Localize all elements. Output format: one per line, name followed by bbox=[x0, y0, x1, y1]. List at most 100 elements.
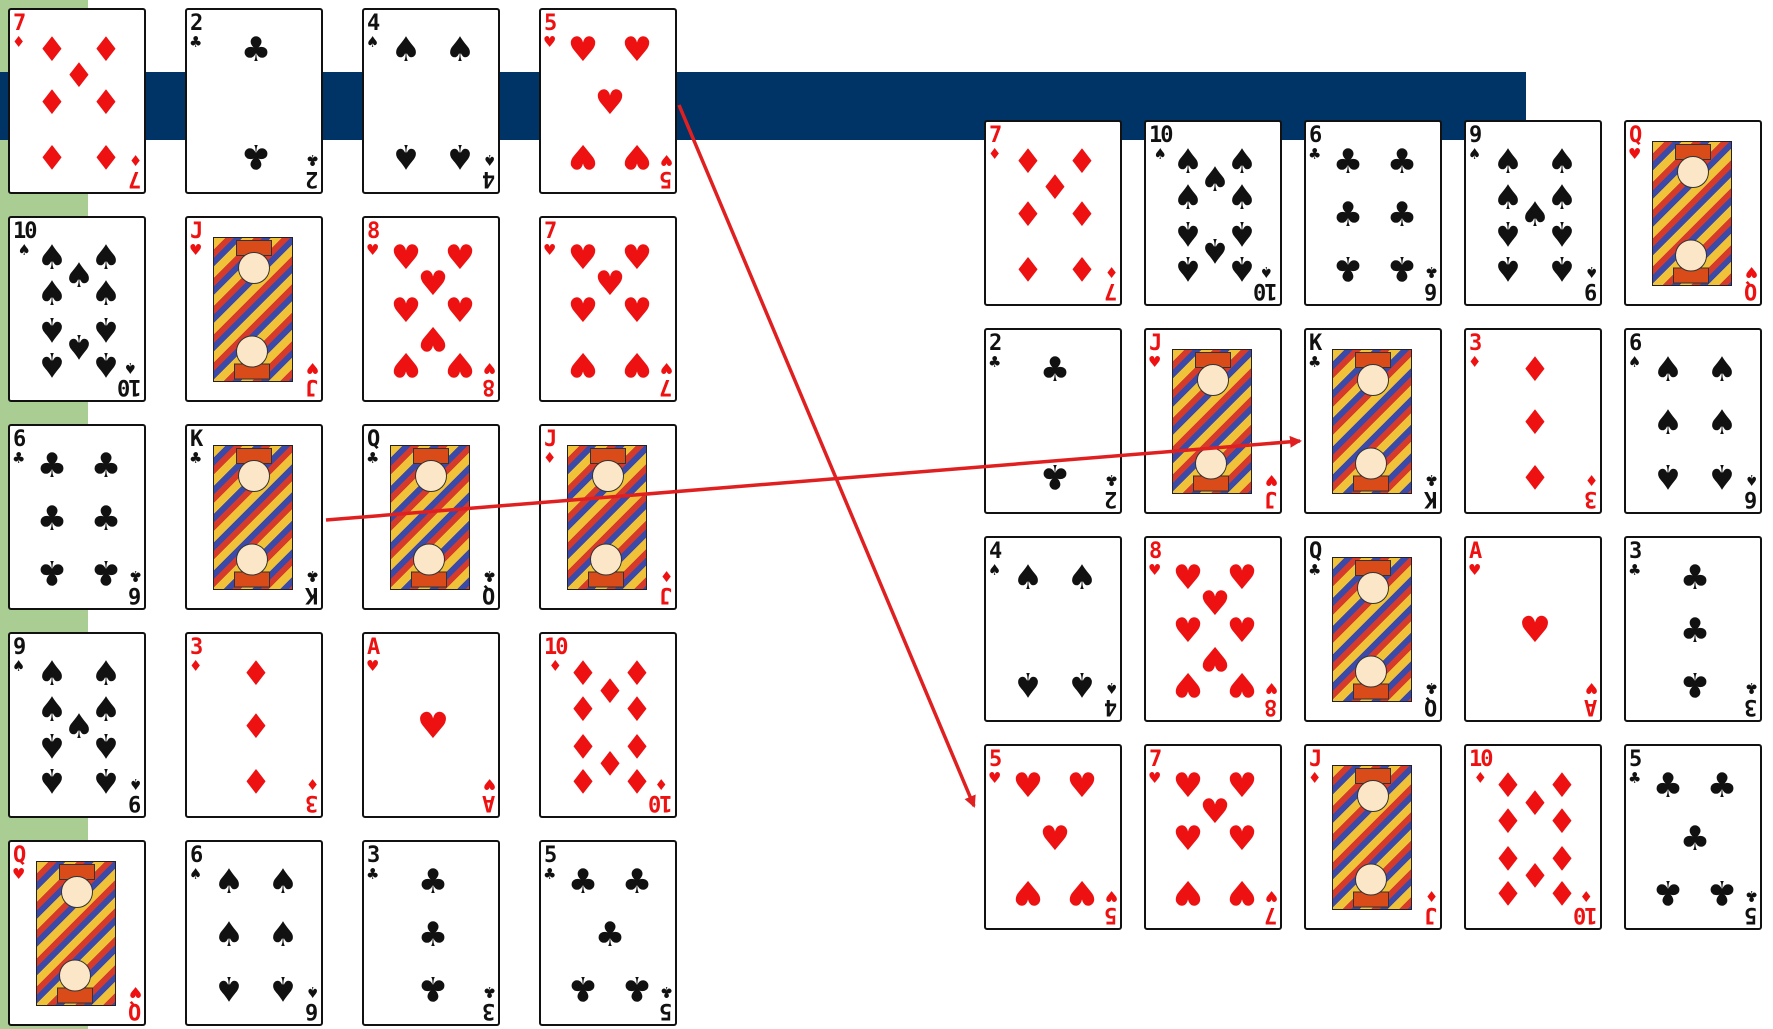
card-10-of-spades[interactable]: 10♠10♠♠♠♠♠♠♠♠♠♠♠ bbox=[1144, 120, 1282, 306]
card-queen-of-hearts[interactable]: Q♥Q♥ bbox=[1624, 120, 1762, 306]
card-rank-label: J bbox=[661, 583, 672, 605]
card-corner-index: K♣ bbox=[1309, 333, 1320, 372]
card-4-of-spades[interactable]: 4♠4♠♠♠♠♠ bbox=[984, 536, 1122, 722]
card-10-of-diamonds[interactable]: 10♦10♦♦♦♦♦♦♦♦♦♦♦ bbox=[539, 632, 677, 818]
card-corner-index: 10♦ bbox=[650, 774, 673, 813]
card-jack-of-diamonds[interactable]: J♦J♦ bbox=[1304, 744, 1442, 930]
card-corner-index: 3♦ bbox=[307, 774, 318, 813]
card-corner-index: 9♠ bbox=[130, 774, 141, 813]
heart-icon: ♥ bbox=[445, 294, 475, 328]
spade-icon: ♠ bbox=[64, 329, 94, 363]
club-icon: ♣ bbox=[1629, 562, 1640, 580]
spade-icon: ♠ bbox=[307, 982, 318, 1000]
club-icon: ♣ bbox=[622, 865, 652, 899]
jack-face-figure bbox=[213, 237, 293, 382]
card-8-of-hearts[interactable]: 8♥8♥♥♥♥♥♥♥♥♥ bbox=[1144, 536, 1282, 722]
spade-icon: ♠ bbox=[1707, 406, 1737, 440]
card-corner-index: 6♠ bbox=[307, 982, 318, 1021]
diamond-icon: ♦ bbox=[1547, 805, 1577, 839]
diamond-icon: ♦ bbox=[1309, 770, 1320, 788]
heart-icon: ♥ bbox=[1519, 613, 1551, 649]
spade-icon: ♠ bbox=[1013, 667, 1043, 701]
club-icon: ♣ bbox=[367, 866, 378, 884]
diamond-icon: ♦ bbox=[1013, 198, 1043, 232]
club-icon: ♣ bbox=[241, 33, 271, 67]
heart-icon: ♥ bbox=[13, 866, 24, 884]
spade-icon: ♠ bbox=[91, 241, 121, 275]
card-6-of-clubs[interactable]: 6♣6♣♣♣♣♣♣♣ bbox=[8, 424, 146, 610]
heart-icon: ♥ bbox=[595, 267, 625, 301]
card-king-of-clubs[interactable]: K♣K♣ bbox=[185, 424, 323, 610]
spade-icon: ♠ bbox=[64, 259, 94, 293]
club-icon: ♣ bbox=[130, 566, 141, 584]
heart-icon: ♥ bbox=[484, 358, 495, 376]
card-9-of-spades[interactable]: 9♠9♠♠♠♠♠♠♠♠♠♠ bbox=[1464, 120, 1602, 306]
card-2-of-clubs[interactable]: 2♣2♣♣♣ bbox=[984, 328, 1122, 514]
card-corner-index: 7♦ bbox=[130, 150, 141, 189]
card-9-of-spades[interactable]: 9♠9♠♠♠♠♠♠♠♠♠♠ bbox=[8, 632, 146, 818]
heart-icon: ♥ bbox=[989, 770, 1000, 788]
heart-icon: ♥ bbox=[391, 347, 421, 381]
heart-icon: ♥ bbox=[1266, 678, 1277, 696]
arrow-five-of-hearts bbox=[679, 105, 974, 806]
club-icon: ♣ bbox=[307, 150, 318, 168]
card-7-of-diamonds[interactable]: 7♦7♦♦♦♦♦♦♦♦ bbox=[8, 8, 146, 194]
card-corner-index: Q♣ bbox=[367, 429, 378, 468]
card-jack-of-diamonds[interactable]: J♦J♦ bbox=[539, 424, 677, 610]
card-10-of-diamonds[interactable]: 10♦10♦♦♦♦♦♦♦♦♦♦♦ bbox=[1464, 744, 1602, 930]
card-5-of-clubs[interactable]: 5♣5♣♣♣♣♣♣ bbox=[1624, 744, 1762, 930]
card-rank-label: A bbox=[1586, 695, 1597, 717]
heart-icon: ♥ bbox=[1173, 822, 1203, 856]
card-3-of-diamonds[interactable]: 3♦3♦♦♦♦ bbox=[185, 632, 323, 818]
card-queen-of-clubs[interactable]: Q♣Q♣ bbox=[362, 424, 500, 610]
card-rank-label: 7 bbox=[130, 167, 141, 189]
card-queen-of-clubs[interactable]: Q♣Q♣ bbox=[1304, 536, 1442, 722]
card-6-of-clubs[interactable]: 6♣6♣♣♣♣♣♣♣ bbox=[1304, 120, 1442, 306]
card-jack-of-hearts[interactable]: J♥J♥ bbox=[185, 216, 323, 402]
card-5-of-hearts[interactable]: 5♥5♥♥♥♥♥♥ bbox=[539, 8, 677, 194]
spade-icon: ♠ bbox=[13, 658, 24, 676]
card-10-of-spades[interactable]: 10♠10♠♠♠♠♠♠♠♠♠♠♠ bbox=[8, 216, 146, 402]
card-ace-of-hearts[interactable]: A♥A♥♥ bbox=[362, 632, 500, 818]
card-2-of-clubs[interactable]: 2♣2♣♣♣ bbox=[185, 8, 323, 194]
diamond-icon: ♦ bbox=[568, 693, 598, 727]
card-7-of-hearts[interactable]: 7♥7♥♥♥♥♥♥♥♥ bbox=[539, 216, 677, 402]
card-4-of-spades[interactable]: 4♠4♠♠♠♠♠ bbox=[362, 8, 500, 194]
card-7-of-diamonds[interactable]: 7♦7♦♦♦♦♦♦♦♦ bbox=[984, 120, 1122, 306]
card-corner-index: 10♠ bbox=[1255, 262, 1278, 301]
card-ace-of-hearts[interactable]: A♥A♥♥ bbox=[1464, 536, 1602, 722]
diamond-icon: ♦ bbox=[1469, 354, 1480, 372]
card-corner-index: Q♣ bbox=[1426, 678, 1437, 717]
card-7-of-hearts[interactable]: 7♥7♥♥♥♥♥♥♥♥ bbox=[1144, 744, 1282, 930]
card-queen-of-hearts[interactable]: Q♥Q♥ bbox=[8, 840, 146, 1026]
card-8-of-hearts[interactable]: 8♥8♥♥♥♥♥♥♥♥♥ bbox=[362, 216, 500, 402]
card-rank-label: 8 bbox=[1266, 695, 1277, 717]
spade-icon: ♠ bbox=[91, 728, 121, 762]
card-rank-label: 3 bbox=[307, 791, 318, 813]
heart-icon: ♥ bbox=[1746, 262, 1757, 280]
heart-icon: ♥ bbox=[1067, 875, 1097, 909]
card-jack-of-hearts[interactable]: J♥J♥ bbox=[1144, 328, 1282, 514]
card-corner-index: 9♠ bbox=[1469, 125, 1480, 164]
spade-icon: ♠ bbox=[37, 347, 67, 381]
card-6-of-spades[interactable]: 6♠6♠♠♠♠♠♠♠ bbox=[185, 840, 323, 1026]
card-rank-label: K bbox=[1426, 487, 1437, 509]
diamond-icon: ♦ bbox=[622, 728, 652, 762]
card-3-of-diamonds[interactable]: 3♦3♦♦♦♦ bbox=[1464, 328, 1602, 514]
card-corner-index: K♣ bbox=[190, 429, 201, 468]
card-corner-index: 10♦ bbox=[1575, 886, 1598, 925]
card-6-of-spades[interactable]: 6♠6♠♠♠♠♠♠♠ bbox=[1624, 328, 1762, 514]
face-head bbox=[1357, 364, 1389, 396]
card-5-of-clubs[interactable]: 5♣5♣♣♣♣♣♣ bbox=[539, 840, 677, 1026]
card-rank-label: 5 bbox=[661, 167, 672, 189]
card-corner-index: Q♥ bbox=[13, 845, 24, 884]
spade-icon: ♠ bbox=[1746, 470, 1757, 488]
face-head bbox=[61, 876, 93, 908]
card-3-of-clubs[interactable]: 3♣3♣♣♣♣ bbox=[1624, 536, 1762, 722]
card-rank-label: 10 bbox=[650, 791, 673, 813]
card-3-of-clubs[interactable]: 3♣3♣♣♣♣ bbox=[362, 840, 500, 1026]
card-king-of-clubs[interactable]: K♣K♣ bbox=[1304, 328, 1442, 514]
card-5-of-hearts[interactable]: 5♥5♥♥♥♥♥♥ bbox=[984, 744, 1122, 930]
card-corner-index: 7♥ bbox=[544, 221, 555, 260]
diamond-icon: ♦ bbox=[37, 86, 67, 120]
